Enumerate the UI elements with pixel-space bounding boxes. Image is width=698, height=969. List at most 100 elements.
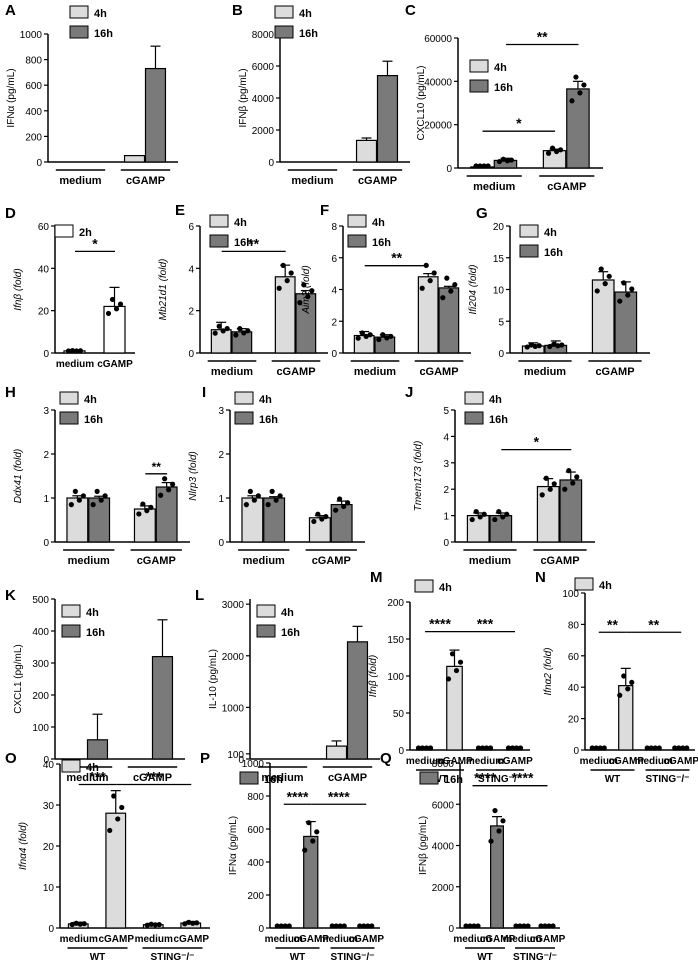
data-point: [524, 344, 530, 350]
data-point: [98, 497, 104, 503]
y-tick-label: 0: [238, 755, 244, 766]
data-point: [601, 745, 607, 751]
y-tick-label: 0: [398, 746, 404, 757]
data-point: [276, 285, 282, 291]
y-axis-label: IFNα (pg/mL): [228, 816, 239, 875]
data-point: [269, 488, 275, 494]
category-label: cGAMP: [530, 934, 566, 945]
genotype-label: STING⁻/⁻: [151, 952, 195, 963]
category-label: medium: [580, 756, 618, 767]
legend-swatch: [256, 604, 276, 618]
legend-swatch: [469, 79, 489, 93]
data-point: [485, 163, 491, 169]
y-tick-label: 50: [393, 709, 405, 720]
y-axis-label: Ifnα4 (fold): [18, 822, 29, 870]
legend-label: 4h: [86, 607, 99, 619]
y-axis-label: CXCL10 (pg/mL): [416, 65, 427, 140]
bar: [123, 155, 146, 163]
y-tick-label: 0: [36, 158, 42, 169]
y-tick-label: 0: [446, 164, 452, 175]
category-label: cGAMP: [293, 934, 329, 945]
y-tick-label: 2000: [432, 883, 455, 894]
legend-label: 2h: [79, 227, 92, 239]
data-point: [542, 923, 548, 929]
data-point: [109, 296, 116, 303]
data-point: [280, 262, 286, 268]
data-point: [73, 920, 79, 926]
data-point: [538, 923, 544, 929]
significance-label: *: [534, 434, 540, 450]
y-tick-label: 600: [25, 81, 42, 92]
data-point: [504, 158, 511, 164]
y-tick-label: 2000: [252, 126, 275, 137]
data-point: [284, 278, 290, 284]
genotype-label: WT: [290, 952, 306, 963]
legend-label: 16h: [372, 237, 391, 249]
data-point: [593, 745, 599, 751]
data-point: [369, 923, 375, 929]
legend-label: 16h: [234, 237, 253, 249]
significance-label: *: [516, 115, 522, 131]
data-point: [81, 921, 87, 927]
y-tick-label: 1000: [222, 703, 245, 714]
data-point: [111, 793, 117, 799]
legend-label: 4h: [544, 227, 557, 239]
y-tick-label: 2: [443, 485, 449, 496]
data-point: [452, 282, 458, 288]
data-point: [278, 923, 284, 929]
data-point: [182, 921, 188, 927]
data-point: [469, 516, 475, 523]
legend-swatch: [274, 5, 294, 19]
y-tick-label: 600: [247, 825, 264, 836]
y-tick-label: 1000: [242, 759, 265, 770]
panel-label: D: [5, 205, 16, 222]
data-point: [569, 98, 575, 104]
data-point: [115, 816, 121, 822]
legend-swatch: [347, 214, 367, 228]
legend-label: 4h: [84, 394, 97, 406]
category-label: medium: [265, 934, 303, 945]
legend-label: 16h: [94, 28, 113, 40]
category-label: medium: [635, 756, 673, 767]
y-tick-label: 400: [247, 858, 264, 869]
data-point: [65, 348, 72, 354]
data-point: [488, 838, 494, 844]
y-tick-label: 0: [573, 746, 579, 757]
genotype-label: WT: [432, 774, 448, 785]
data-point: [94, 488, 100, 494]
data-point: [415, 745, 422, 751]
y-tick-label: 500: [32, 595, 49, 606]
group-label: cGAMP: [540, 555, 579, 567]
category-label: medium: [135, 934, 173, 945]
data-point: [170, 481, 176, 487]
data-point: [562, 486, 568, 492]
category-label: cGAMP: [608, 756, 644, 767]
y-axis-label: CXCL1 (pg/mL): [13, 644, 24, 713]
data-point: [500, 818, 506, 824]
y-axis-label: Ddx41 (fold): [13, 449, 24, 503]
y-tick-label: 40: [568, 683, 580, 694]
data-point: [119, 804, 125, 811]
y-axis-label: Ifnβ (fold): [13, 268, 24, 310]
data-point: [90, 502, 96, 508]
y-tick-label: 20: [43, 842, 55, 853]
data-point: [496, 828, 502, 834]
data-point: [617, 298, 623, 304]
y-tick-label: 1: [218, 494, 224, 505]
group-label: medium: [243, 555, 285, 567]
y-tick-label: 400: [25, 107, 42, 118]
data-point: [69, 347, 76, 354]
data-point: [617, 692, 623, 698]
legend-swatch: [234, 411, 254, 425]
legend-swatch: [464, 391, 484, 405]
data-point: [247, 488, 253, 494]
data-point: [477, 514, 483, 520]
y-tick-label: 0: [43, 538, 49, 549]
data-point: [517, 745, 524, 751]
y-tick-label: 20: [38, 307, 50, 318]
panel-label: Q: [380, 750, 392, 767]
